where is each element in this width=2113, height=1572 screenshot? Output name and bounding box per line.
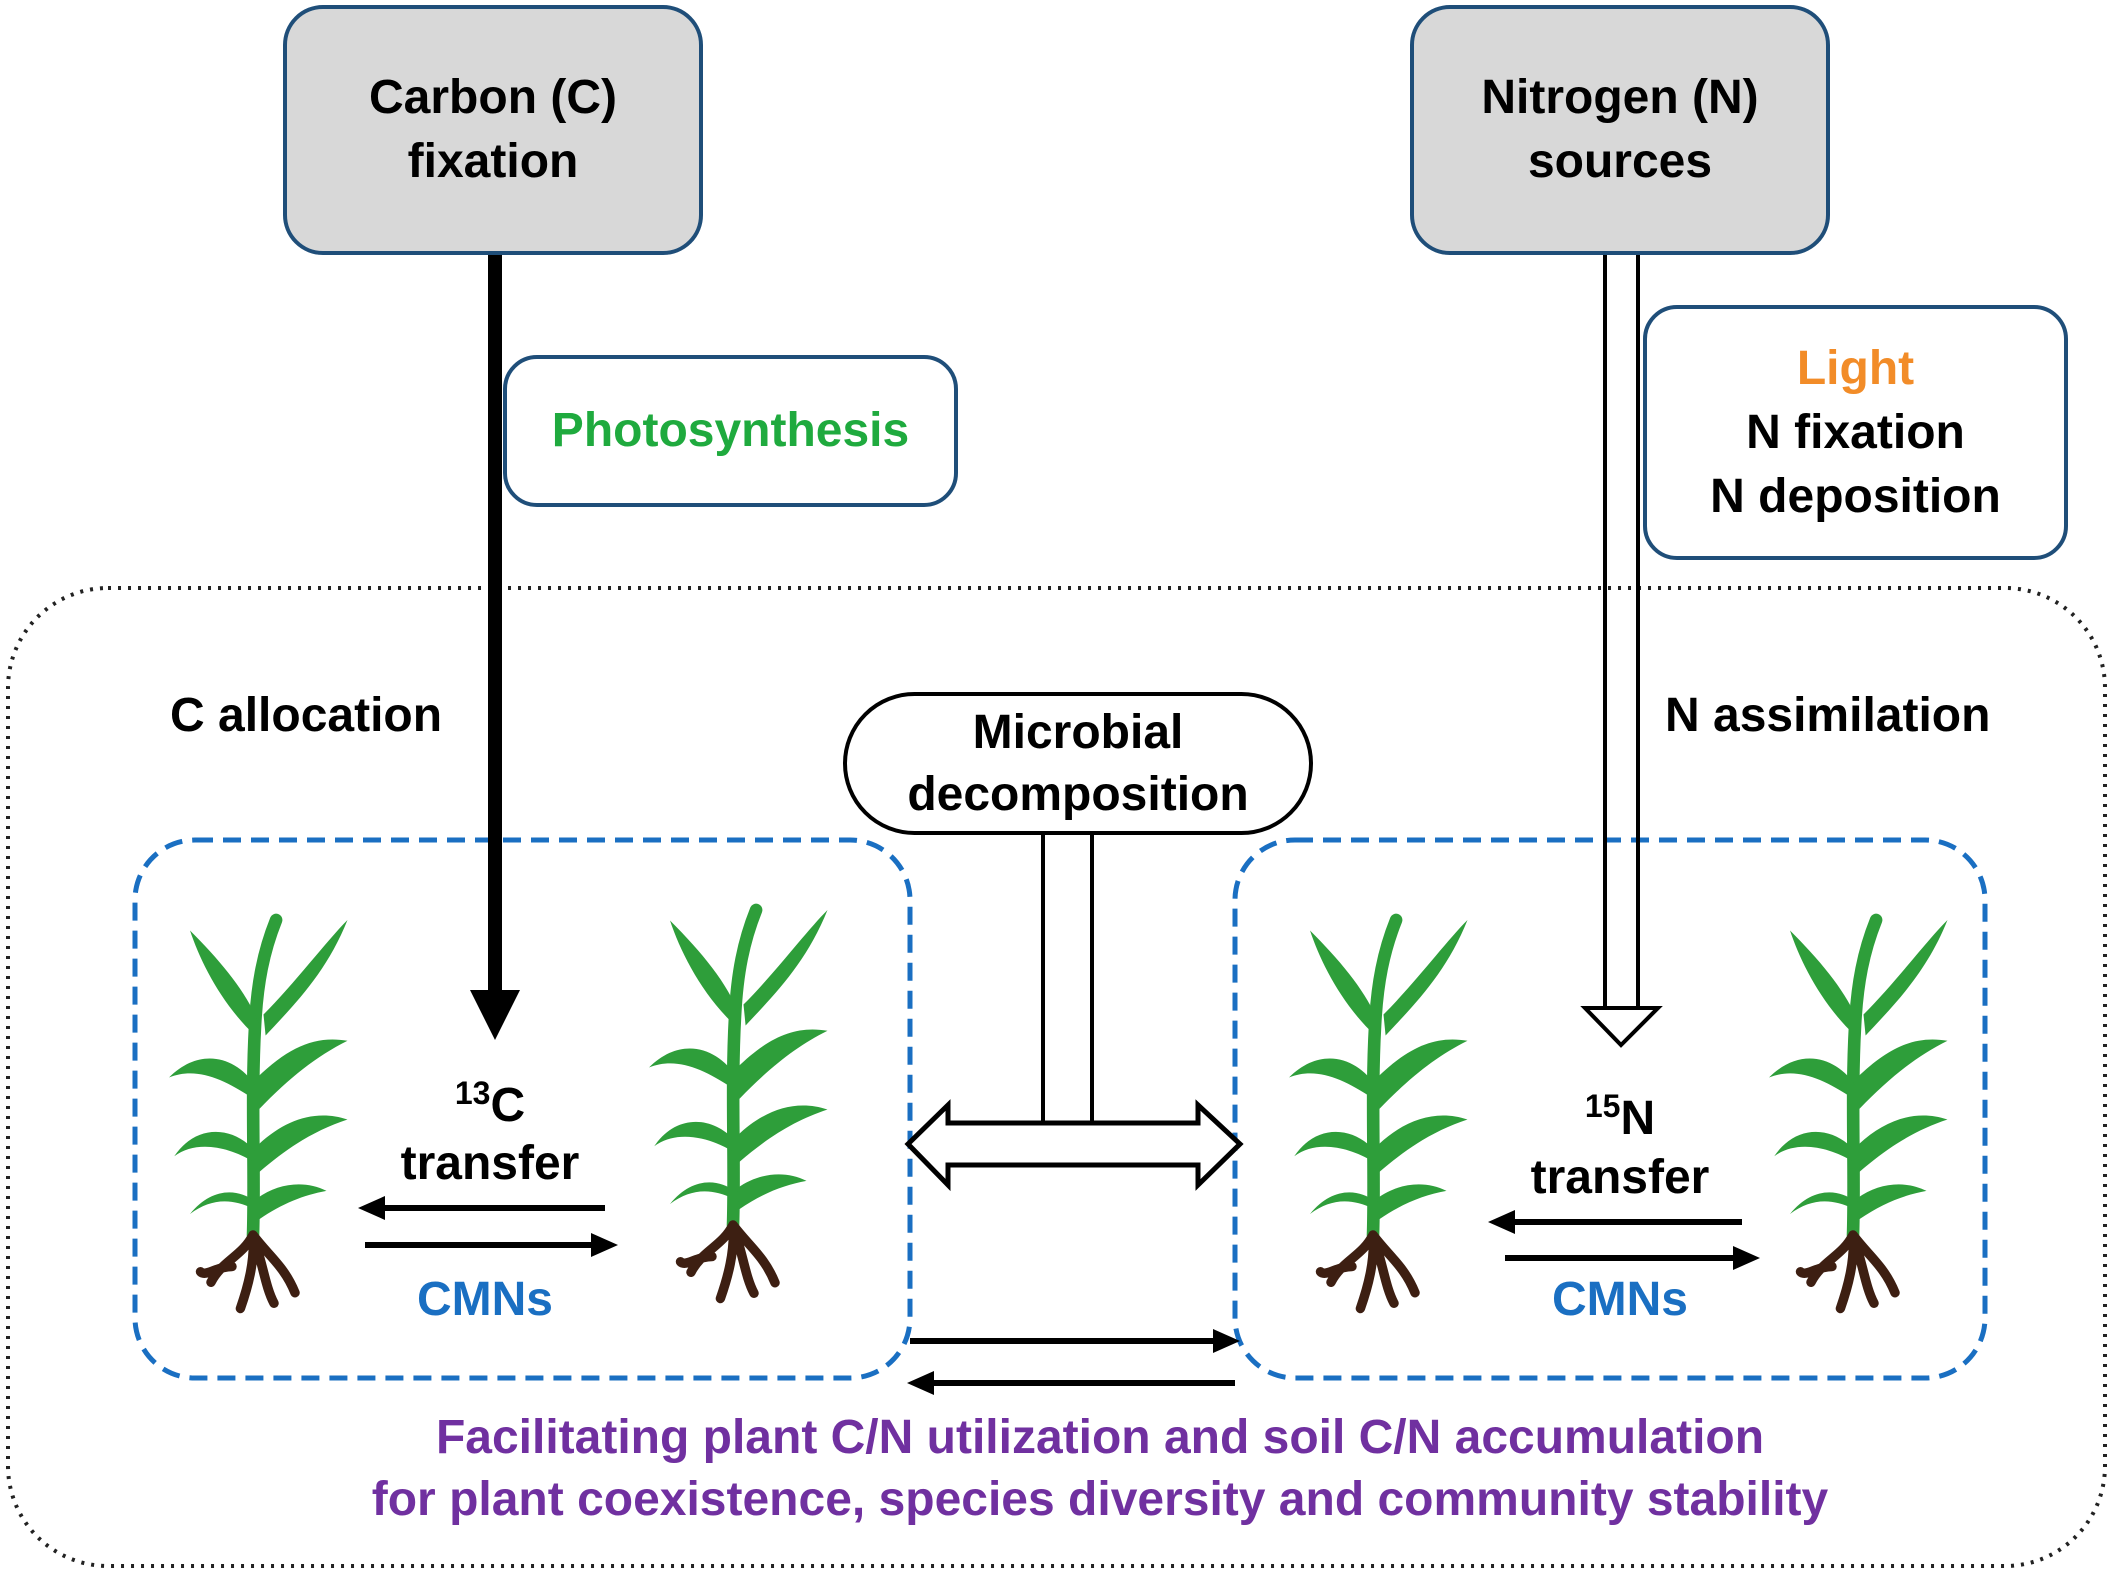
- carbon-fixation-line2: fixation: [407, 135, 579, 188]
- plant-left-1: [169, 920, 348, 1309]
- left-cmns-label: CMNs: [416, 1273, 553, 1326]
- left-isotope-mass: 13: [454, 1075, 491, 1111]
- light-label: Light: [1796, 341, 1915, 395]
- plant-left-2: [649, 910, 828, 1299]
- n-sources-detail-box: Light N fixation N deposition: [1643, 305, 2068, 560]
- n-assimilation-label: N assimilation: [1665, 689, 1991, 742]
- left-transfer-label: transfer: [400, 1137, 580, 1190]
- between-group-arrows: [907, 1329, 1240, 1395]
- plant-right-1: [1289, 920, 1468, 1309]
- left-isotope-label: 13C: [390, 1075, 590, 1133]
- right-transfer-label: transfer: [1530, 1151, 1710, 1204]
- right-plant-group: [1232, 837, 1988, 1381]
- carbon-fixation-line1: Carbon (C): [369, 71, 617, 124]
- microbial-line2: decomposition: [907, 767, 1249, 821]
- nitrogen-hollow-arrow: [1580, 253, 1663, 1048]
- carbon-fixation-box: Carbon (C) fixation: [283, 5, 703, 255]
- microbial-line1: Microbial: [972, 705, 1184, 759]
- right-isotope-mass: 15: [1584, 1088, 1621, 1124]
- right-transfer-arrows: [1488, 1210, 1760, 1270]
- right-isotope-element: N: [1620, 1092, 1656, 1145]
- carbon-arrow-shaft: [488, 253, 502, 993]
- nitrogen-sources-line2: sources: [1527, 135, 1713, 188]
- conclusion-line2: for plant coexistence, species diversity…: [371, 1473, 1829, 1526]
- photosynthesis-box: Photosynthesis: [503, 355, 958, 507]
- nitrogen-sources-line1: Nitrogen (N): [1481, 71, 1759, 124]
- nitrogen-sources-box: Nitrogen (N) sources: [1410, 5, 1830, 255]
- left-plant-group: [132, 837, 913, 1381]
- microbial-decomposition-box: Microbial decomposition: [843, 692, 1313, 835]
- n-deposition-label: N deposition: [1710, 469, 2001, 523]
- plant-right-2: [1769, 920, 1948, 1309]
- right-isotope-label: 15N: [1520, 1088, 1720, 1146]
- photosynthesis-label: Photosynthesis: [551, 404, 910, 457]
- left-transfer-arrows: [358, 1196, 618, 1257]
- community-region: [6, 586, 2107, 1568]
- c-allocation-label: C allocation: [170, 689, 443, 742]
- microbial-double-arrow: [904, 1099, 1244, 1192]
- n-fixation-label: N fixation: [1746, 405, 1965, 459]
- right-cmns-label: CMNs: [1551, 1273, 1688, 1326]
- carbon-arrow-head: [470, 990, 520, 1040]
- conclusion-line1: Facilitating plant C/N utilization and s…: [435, 1411, 1765, 1464]
- left-isotope-element: C: [490, 1079, 526, 1132]
